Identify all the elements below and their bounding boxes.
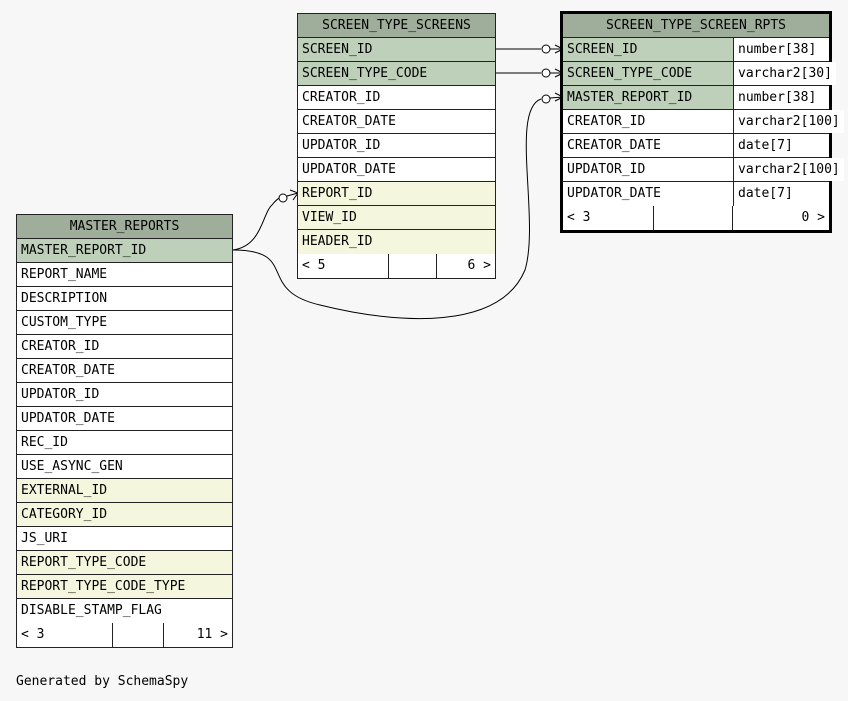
table-title: MASTER_REPORTS bbox=[69, 219, 180, 234]
table-row[interactable]: UPDATOR_ID varchar2[100] bbox=[563, 158, 844, 182]
column-name: MASTER_REPORT_ID bbox=[21, 243, 147, 258]
table-row[interactable]: CREATOR_DATE bbox=[17, 359, 232, 383]
table-row[interactable]: HEADER_ID bbox=[298, 230, 495, 254]
table-row[interactable]: REC_ID bbox=[17, 431, 232, 455]
column-name: SCREEN_TYPE_CODE bbox=[567, 66, 693, 81]
table-row[interactable]: SCREEN_ID number[38] bbox=[563, 38, 829, 62]
table-screen-type-screen-rpts[interactable]: SCREEN_TYPE_SCREEN_RPTS SCREEN_ID number[… bbox=[560, 11, 844, 233]
link-report-id bbox=[232, 197, 281, 251]
table-row[interactable]: VIEW_ID bbox=[298, 206, 495, 230]
column-name: REPORT_NAME bbox=[21, 267, 108, 282]
table-row[interactable]: REPORT_TYPE_CODE_TYPE bbox=[17, 575, 232, 599]
column-name: CREATOR_DATE bbox=[21, 363, 115, 378]
table-row[interactable]: JS_URI bbox=[17, 527, 232, 551]
table-header: SCREEN_TYPE_SCREENS bbox=[298, 14, 495, 38]
table-footer: < 5 6 > bbox=[298, 254, 495, 278]
table-row[interactable]: SCREEN_TYPE_CODE varchar2[30] bbox=[563, 62, 836, 86]
table-row[interactable]: UPDATOR_ID bbox=[298, 134, 495, 158]
column-name: UPDATOR_DATE bbox=[21, 411, 115, 426]
column-name: USE_ASYNC_GEN bbox=[21, 459, 123, 474]
footer-parents-count[interactable]: < 5 bbox=[302, 258, 326, 273]
table-row[interactable]: CREATOR_ID bbox=[298, 86, 495, 110]
column-type: number[38] bbox=[733, 38, 829, 61]
table-row[interactable]: CREATOR_ID varchar2[100] bbox=[563, 110, 844, 134]
column-name: SCREEN_ID bbox=[567, 42, 638, 57]
table-row[interactable]: USE_ASYNC_GEN bbox=[17, 455, 232, 479]
column-name: REPORT_ID bbox=[302, 186, 373, 201]
table-row[interactable]: MASTER_REPORT_ID bbox=[17, 239, 232, 263]
footer-parents-count[interactable]: < 3 bbox=[567, 210, 591, 225]
footer-spacer bbox=[653, 206, 732, 230]
table-row[interactable]: SCREEN_TYPE_CODE bbox=[298, 62, 495, 86]
table-row[interactable]: UPDATOR_DATE date[7] bbox=[563, 182, 829, 206]
table-row[interactable]: CREATOR_DATE bbox=[298, 110, 495, 134]
column-name: EXTERNAL_ID bbox=[21, 483, 108, 498]
column-name: REC_ID bbox=[21, 435, 68, 450]
table-row[interactable]: REPORT_ID bbox=[298, 182, 495, 206]
column-name: DESCRIPTION bbox=[21, 291, 108, 306]
table-row[interactable]: UPDATOR_ID bbox=[17, 383, 232, 407]
table-row[interactable]: REPORT_TYPE_CODE bbox=[17, 551, 232, 575]
column-list: SCREEN_ID SCREEN_TYPE_CODE CREATOR_ID CREAT… bbox=[298, 38, 495, 254]
footer-children-count[interactable]: 0 > bbox=[732, 206, 829, 230]
table-row[interactable]: REPORT_NAME bbox=[17, 263, 232, 287]
column-name: VIEW_ID bbox=[302, 210, 357, 225]
footer-parents-count[interactable]: < 3 bbox=[21, 627, 45, 642]
column-name: JS_URI bbox=[21, 531, 68, 546]
generated-by-label: Generated by SchemaSpy bbox=[16, 674, 189, 689]
column-name: SCREEN_ID bbox=[302, 42, 373, 57]
column-type: number[38] bbox=[733, 86, 829, 109]
table-row[interactable]: UPDATOR_DATE bbox=[17, 407, 232, 431]
column-name: UPDATOR_DATE bbox=[567, 186, 661, 201]
column-name: DISABLE_STAMP_FLAG bbox=[21, 603, 162, 618]
table-row[interactable]: SCREEN_ID bbox=[298, 38, 495, 62]
footer-spacer bbox=[112, 623, 163, 647]
column-name: CUSTOM_TYPE bbox=[21, 315, 108, 330]
column-name: CREATOR_DATE bbox=[302, 114, 396, 129]
footer-children-count[interactable]: 6 > bbox=[436, 254, 495, 278]
table-row[interactable]: MASTER_REPORT_ID number[38] bbox=[563, 86, 829, 110]
column-name: UPDATOR_ID bbox=[567, 162, 646, 177]
table-row[interactable]: CATEGORY_ID bbox=[17, 503, 232, 527]
table-row[interactable]: CREATOR_ID bbox=[17, 335, 232, 359]
column-name: UPDATOR_DATE bbox=[302, 162, 396, 177]
column-name: CREATOR_ID bbox=[302, 90, 381, 105]
column-name: CREATOR_ID bbox=[21, 339, 100, 354]
column-name: SCREEN_TYPE_CODE bbox=[302, 66, 428, 81]
column-name: REPORT_TYPE_CODE_TYPE bbox=[21, 579, 186, 594]
column-name: UPDATOR_ID bbox=[302, 138, 381, 153]
column-type: varchar2[100] bbox=[733, 110, 844, 133]
table-title: SCREEN_TYPE_SCREENS bbox=[322, 18, 471, 33]
column-type: varchar2[100] bbox=[733, 158, 844, 181]
footer-spacer bbox=[388, 254, 436, 278]
table-footer: < 3 11 > bbox=[17, 623, 232, 647]
table-title: SCREEN_TYPE_SCREEN_RPTS bbox=[605, 18, 786, 33]
column-name: REPORT_TYPE_CODE bbox=[21, 555, 147, 570]
table-row[interactable]: CUSTOM_TYPE bbox=[17, 311, 232, 335]
column-name: HEADER_ID bbox=[302, 234, 373, 249]
column-name: MASTER_REPORT_ID bbox=[567, 90, 693, 105]
table-header: MASTER_REPORTS bbox=[17, 215, 232, 239]
column-name: CREATOR_ID bbox=[567, 114, 646, 129]
table-header: SCREEN_TYPE_SCREEN_RPTS bbox=[563, 14, 829, 38]
column-type: date[7] bbox=[733, 182, 829, 206]
column-name: UPDATOR_ID bbox=[21, 387, 100, 402]
table-row[interactable]: EXTERNAL_ID bbox=[17, 479, 232, 503]
column-type: date[7] bbox=[733, 134, 829, 157]
table-row[interactable]: DISABLE_STAMP_FLAG bbox=[17, 599, 232, 623]
table-master-reports[interactable]: MASTER_REPORTS MASTER_REPORT_ID REPORT_NA… bbox=[16, 214, 233, 648]
table-row[interactable]: UPDATOR_DATE bbox=[298, 158, 495, 182]
column-list: MASTER_REPORT_ID REPORT_NAME DESCRIPTION CU… bbox=[17, 239, 232, 623]
footer-children-count[interactable]: 11 > bbox=[163, 623, 232, 647]
table-row[interactable]: DESCRIPTION bbox=[17, 287, 232, 311]
table-row[interactable]: CREATOR_DATE date[7] bbox=[563, 134, 829, 158]
table-footer: < 3 0 > bbox=[563, 206, 829, 230]
column-name: CREATOR_DATE bbox=[567, 138, 661, 153]
table-screen-type-screens[interactable]: SCREEN_TYPE_SCREENS SCREEN_ID SCREEN_TYPE… bbox=[297, 13, 496, 279]
column-type: varchar2[30] bbox=[733, 62, 836, 85]
column-name: CATEGORY_ID bbox=[21, 507, 108, 522]
